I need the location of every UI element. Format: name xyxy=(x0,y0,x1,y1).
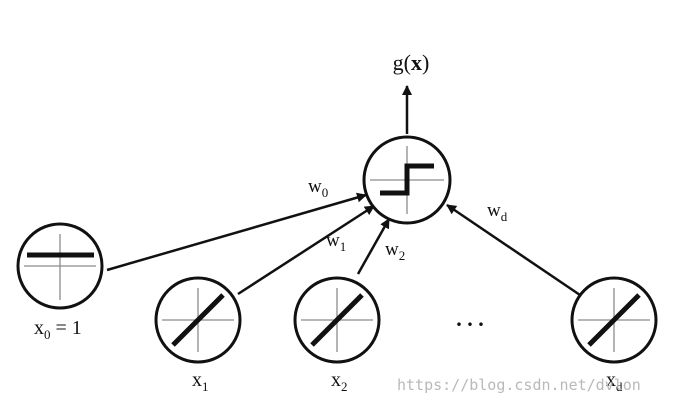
input-label-x2: x2 xyxy=(331,369,348,394)
input-label-xd: xd xyxy=(606,369,623,394)
ellipsis: . . . xyxy=(456,306,484,331)
step-function-icon xyxy=(380,163,434,196)
edge-x2-to-output xyxy=(356,218,391,275)
weight-label-w1: w1 xyxy=(326,230,346,254)
edge-x1-to-output xyxy=(237,204,375,296)
input-node-x0 xyxy=(16,222,104,310)
input-label-x1: x1 xyxy=(192,369,209,394)
output-node xyxy=(362,135,452,225)
input-node-xd xyxy=(570,276,658,364)
linear-function-icon xyxy=(587,293,641,347)
weight-label-wd: wd xyxy=(487,200,508,224)
watermark: https://blog.csdn.net/dvlon xyxy=(397,376,641,394)
weight-label-w2: w2 xyxy=(385,239,405,263)
input-node-x1 xyxy=(154,276,242,364)
linear-function-icon xyxy=(171,293,225,347)
weight-label-w0: w0 xyxy=(308,176,328,200)
linear-function-icon xyxy=(310,293,364,347)
edge-x0-to-output xyxy=(106,192,367,272)
output-label: g(x) xyxy=(393,50,430,75)
input-node-x2 xyxy=(293,276,381,364)
edge-xd-to-output xyxy=(446,203,581,297)
input-label-x0: x0 = 1 xyxy=(34,317,82,342)
